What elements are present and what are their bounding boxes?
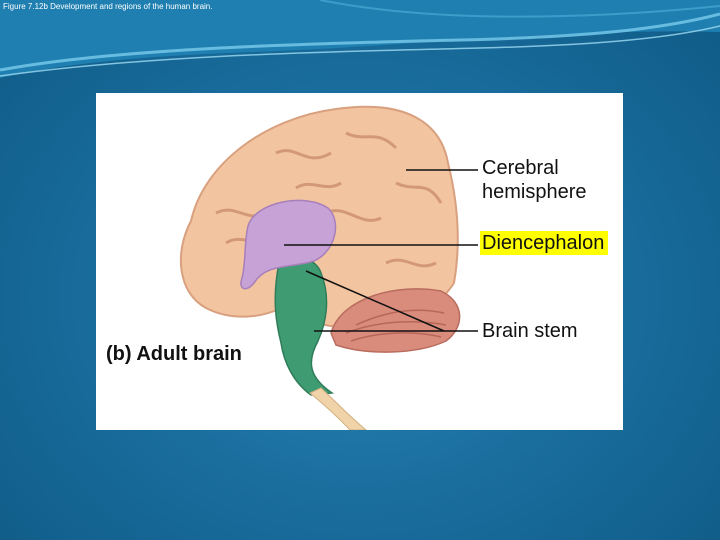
panel-title: (b) Adult brain [106,343,242,365]
figure-caption: Figure 7.12b Development and regions of … [3,2,213,11]
brain-figure-panel: Cerebral hemisphere Diencephalon Brain s… [96,93,623,430]
brainstem-shape [274,257,335,396]
brain-illustration [179,105,478,430]
leader-line-brainstem-upper [305,270,445,332]
label-brain-stem: Brain stem [482,320,578,342]
label-cerebral-hemisphere: Cerebral hemisphere [482,156,587,204]
label-cerebral-line-1: Cerebral [482,157,559,179]
header-swoosh [0,0,720,78]
spinal-cord-shape [309,387,367,430]
label-diencephalon: Diencephalon [480,231,609,255]
label-cerebral-line-2: hemisphere [482,181,587,203]
